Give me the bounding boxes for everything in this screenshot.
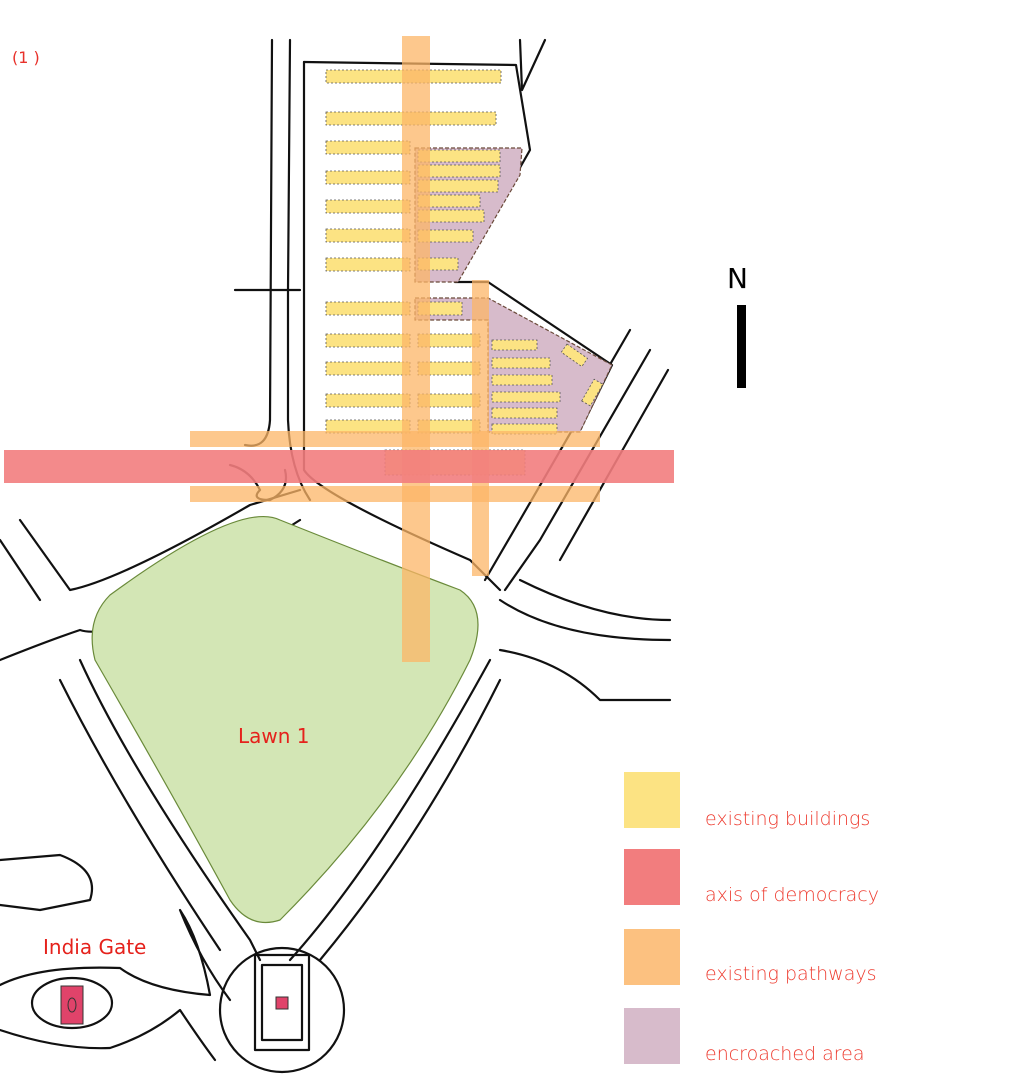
lawn-label: Lawn 1 <box>238 724 310 748</box>
axis-of-democracy <box>4 450 674 483</box>
figure-number: (1 ) <box>12 48 40 67</box>
canopy-monument <box>275 996 289 1010</box>
legend-swatch-encroached <box>624 1008 680 1064</box>
legend-swatch-pathways <box>624 929 680 985</box>
legend-label-buildings: existing buildings <box>705 808 871 830</box>
legend-swatch-axis <box>624 849 680 905</box>
india-gate-arch-icon <box>67 997 77 1013</box>
pathway-vertical-main <box>402 36 430 662</box>
india-gate-label: India Gate <box>43 935 147 959</box>
lawn-1-area <box>91 516 479 924</box>
pathway-horizontal-north <box>190 431 600 447</box>
pathway-vertical-secondary <box>472 280 489 576</box>
north-arrow-bar <box>737 305 746 388</box>
legend-label-axis: axis of democracy <box>705 884 879 906</box>
legend-label-encroached: encroached area <box>705 1043 865 1065</box>
india-gate-monument <box>60 985 84 1025</box>
legend-swatch-buildings <box>624 772 680 828</box>
existing-pathways <box>190 36 600 662</box>
pathway-horizontal-south <box>190 486 600 502</box>
north-label: N <box>727 262 748 295</box>
legend-label-pathways: existing pathways <box>705 963 877 985</box>
